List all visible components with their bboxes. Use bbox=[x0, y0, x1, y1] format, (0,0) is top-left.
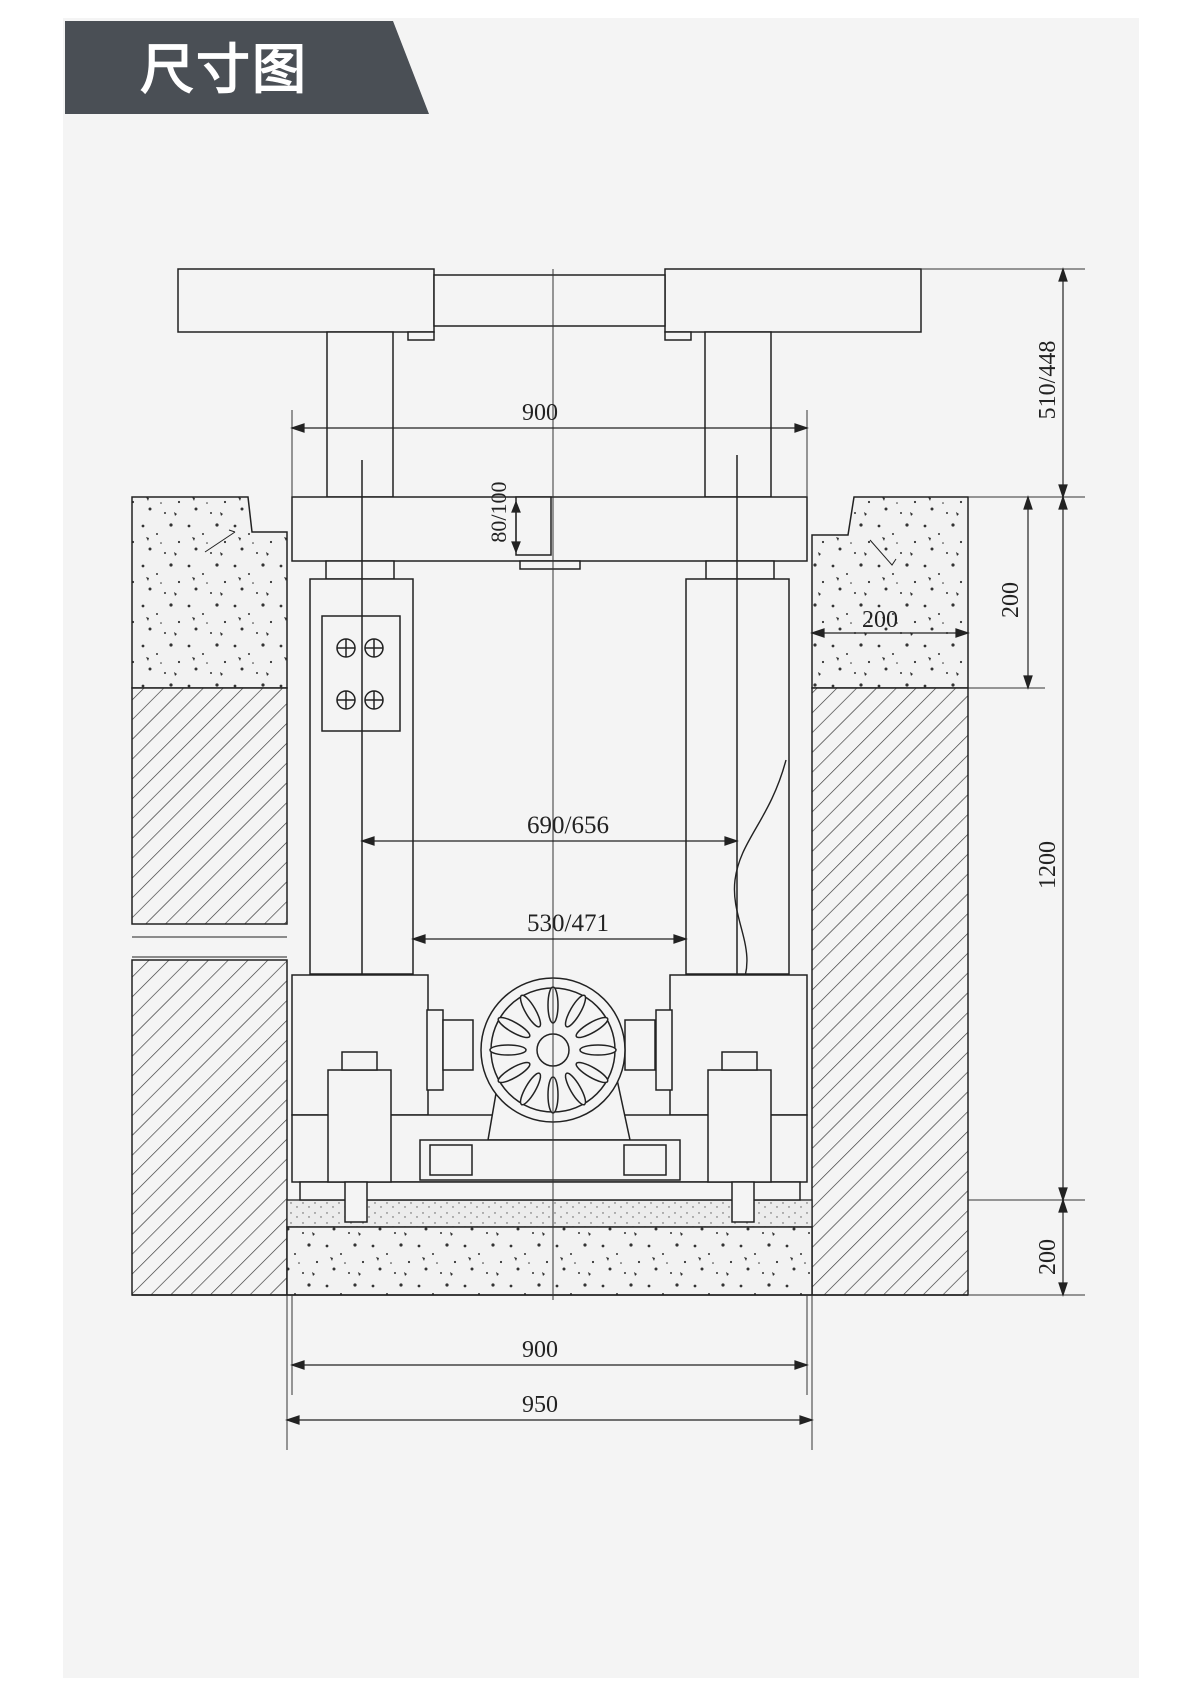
title-tab bbox=[65, 21, 429, 114]
dim-top-width: 900 bbox=[522, 400, 558, 426]
page-title: 尺寸图 bbox=[140, 38, 308, 101]
dim-lug-height: 80/100 bbox=[486, 481, 511, 542]
dim-ledge-width: 200 bbox=[862, 607, 898, 633]
dimension-lines bbox=[285, 267, 1068, 1425]
base-slab bbox=[132, 1199, 968, 1296]
dim-inner-690: 690/656 bbox=[527, 812, 609, 839]
extension-lines bbox=[286, 268, 1085, 1450]
top-frame bbox=[177, 268, 922, 580]
dim-ledge-height: 200 bbox=[998, 582, 1024, 618]
left-wall bbox=[131, 496, 288, 1296]
dim-bottom-950: 950 bbox=[522, 1392, 558, 1418]
bolt-plate bbox=[336, 638, 384, 710]
dim-bottom-900: 900 bbox=[522, 1337, 558, 1363]
dim-top-height: 510/448 bbox=[1035, 341, 1061, 420]
dim-pit-depth: 1200 bbox=[1035, 841, 1061, 889]
dim-base-height: 200 bbox=[1035, 1239, 1061, 1275]
pump-assembly bbox=[291, 974, 808, 1223]
dim-inner-530: 530/471 bbox=[527, 910, 609, 937]
